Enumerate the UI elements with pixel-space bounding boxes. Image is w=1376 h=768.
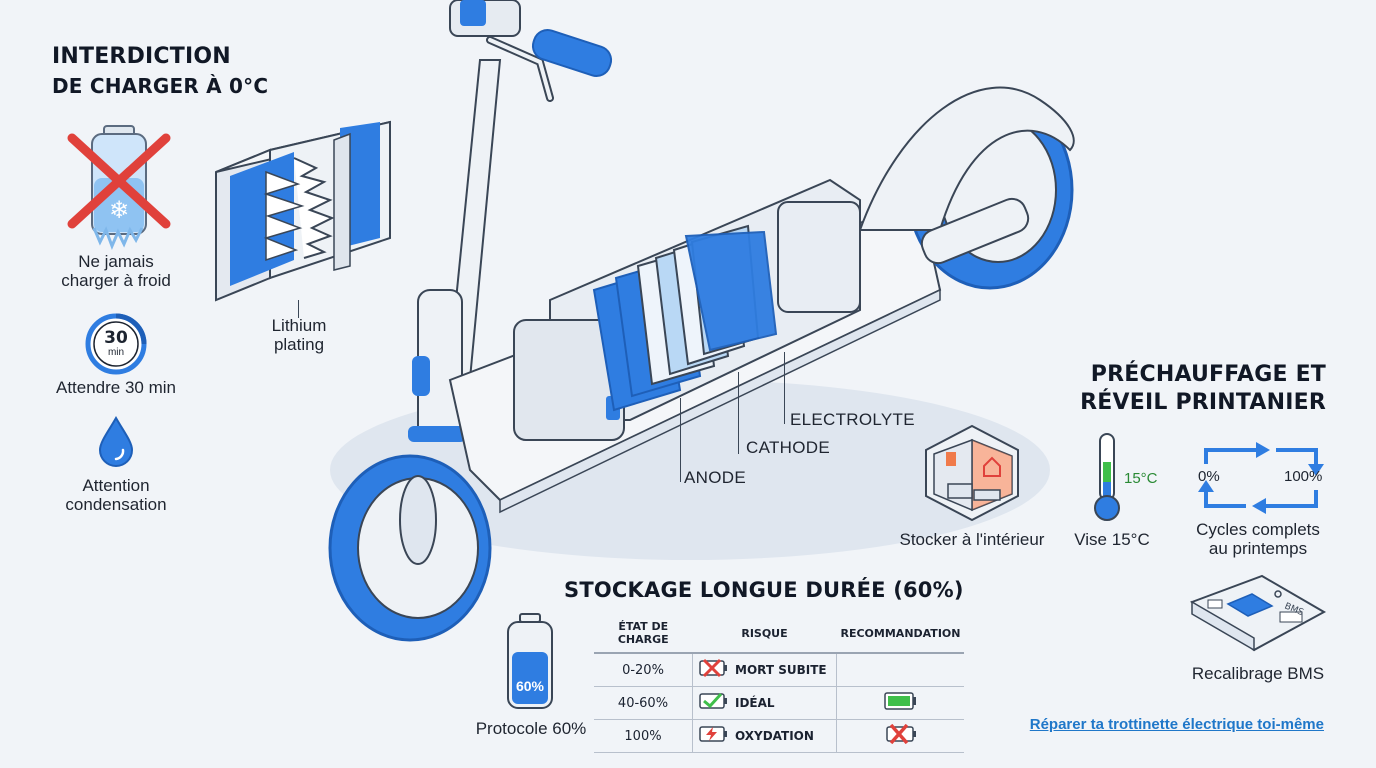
frozen-battery-crossed-icon: ❄: [64, 118, 174, 253]
svg-text:❄: ❄: [109, 196, 129, 224]
cycles-label: Cycles complets au printemps: [1196, 520, 1320, 558]
battery-60-value: 60%: [515, 678, 545, 694]
timer-icon: 30 min: [84, 312, 148, 376]
charge-cycle-icon: [1196, 440, 1326, 516]
indoor-storage-icon: [922, 422, 1022, 522]
storage-table: ÉTAT DE CHARGE RISQUE RECOMMANDATION 0-2…: [594, 614, 965, 753]
charge-cell: 100%: [594, 719, 693, 753]
anode-leader-line: [680, 398, 681, 482]
no-cold-charge-label: Ne jamais charger à froid: [61, 252, 171, 290]
risk-text: MORT SUBITE: [735, 663, 827, 677]
recommendation-cell: [836, 686, 965, 720]
charge-cell: 0-20%: [594, 653, 693, 687]
thermometer-icon: [1092, 432, 1122, 524]
table-header-row: ÉTAT DE CHARGE RISQUE RECOMMANDATION: [594, 614, 965, 654]
recommendation-cell: [836, 719, 965, 753]
wait-label: Attendre 30 min: [55, 378, 176, 397]
cycle-start-label: 0%: [1198, 468, 1220, 485]
header-charge-state: ÉTAT DE CHARGE: [594, 614, 693, 654]
risk-cell: OXYDATION: [692, 719, 837, 753]
battery-green-icon: [883, 692, 918, 714]
risk-text: OXYDATION: [735, 729, 814, 743]
protocol-label: Protocole 60%: [475, 719, 587, 738]
table-row: 40-60% IDÉAL: [594, 686, 965, 720]
left-title-line1: INTERDICTION: [52, 44, 231, 69]
plating-leader-line: [298, 300, 299, 318]
lithium-plating-cell-illustration: [210, 110, 410, 310]
charge-cell: 40-60%: [594, 686, 693, 720]
target-temp-label: Vise 15°C: [1074, 530, 1150, 549]
table-row: 0-20% MORT SUBITE: [594, 653, 965, 687]
right-title-line1: PRÉCHAUFFAGE ET: [1090, 362, 1326, 387]
battery-cross-icon: [884, 723, 918, 748]
table-row: 100% OXYDATION: [594, 719, 965, 753]
timer-unit: min: [107, 347, 125, 358]
bms-label: Recalibrage BMS: [1191, 664, 1325, 683]
cathode-leader-line: [738, 372, 739, 454]
cycle-end-label: 100%: [1284, 468, 1323, 485]
risk-cell: MORT SUBITE: [692, 653, 837, 687]
risk-cell: IDÉAL: [692, 686, 837, 720]
header-recommendation: RECOMMANDATION: [836, 614, 965, 654]
battery-lightning-icon: [699, 724, 729, 748]
electrolyte-label: ELECTROLYTE: [790, 410, 915, 429]
left-title-line2: DE CHARGER À 0°C: [52, 74, 269, 98]
recommendation-cell: [836, 653, 965, 687]
repair-guide-link[interactable]: Réparer ta trottinette électrique toi-mê…: [1029, 716, 1324, 733]
header-risk: RISQUE: [692, 614, 837, 654]
condensation-label: Attention condensation: [65, 476, 167, 514]
scooter-illustration: [300, 0, 1100, 650]
bms-chip-icon: BMS: [1188, 572, 1328, 654]
cathode-label: CATHODE: [746, 438, 830, 457]
indoor-storage-label: Stocker à l'intérieur: [899, 530, 1045, 549]
electrolyte-leader-line: [784, 352, 785, 424]
thermometer-value: 15°C: [1124, 470, 1158, 487]
storage-title: STOCKAGE LONGUE DURÉE (60%): [564, 578, 964, 602]
lithium-plating-label: Lithium plating: [271, 316, 327, 354]
timer-value: 30: [104, 328, 128, 348]
water-drop-icon: [96, 415, 136, 468]
anode-label: ANODE: [684, 468, 746, 487]
battery-cross-icon: [699, 658, 729, 682]
risk-text: IDÉAL: [735, 696, 775, 710]
battery-check-icon: [699, 691, 729, 715]
right-title-line2: RÉVEIL PRINTANIER: [1080, 390, 1326, 415]
battery-60-icon: 60%: [504, 612, 556, 712]
